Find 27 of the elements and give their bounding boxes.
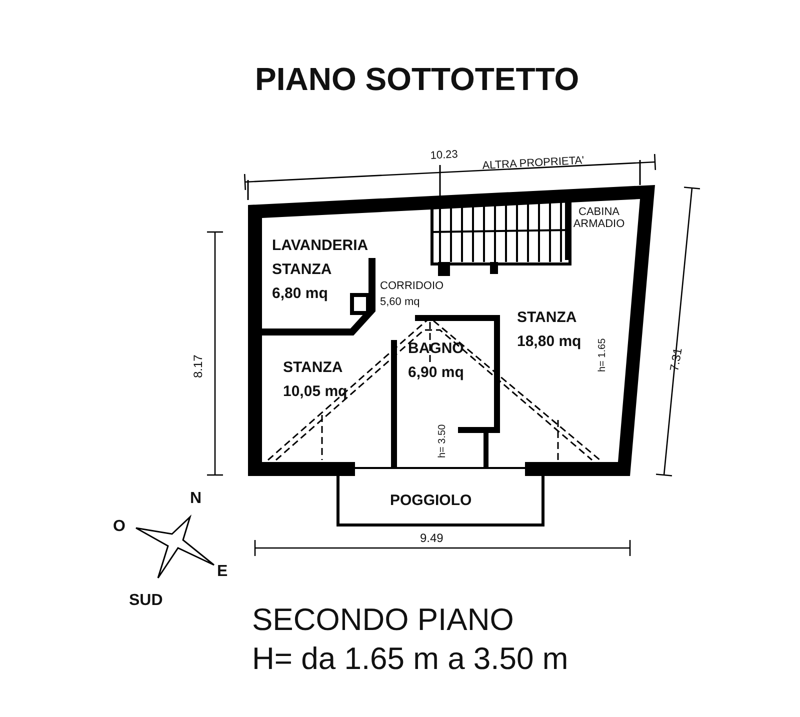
room-label: STANZA (283, 360, 343, 376)
dimension-label: 9.49 (420, 532, 444, 546)
dimension-label: 8.17 (192, 354, 206, 378)
height-label: h= 1.65 (597, 338, 608, 372)
room-label: CORRIDOIO (380, 280, 444, 292)
room-label: STANZA (517, 310, 577, 326)
room-label: STANZA (272, 262, 332, 278)
floor-label: SECONDO PIANO (252, 603, 514, 638)
room-label: LAVANDERIA (272, 238, 368, 254)
room-label: CABINA ARMADIO (572, 206, 626, 230)
area-label: 6,90 mq (408, 365, 464, 382)
dimension-label: 10.23 (430, 148, 458, 162)
compass-label: SUD (129, 592, 163, 610)
note-label: ALTRA PROPRIETA' (482, 154, 584, 172)
height-label: h= 3.50 (437, 424, 448, 458)
height-note: H= da 1.65 m a 3.50 m (252, 642, 568, 676)
plan-title: PIANO SOTTOTETTO (255, 62, 580, 98)
room-label: POGGIOLO (390, 493, 472, 510)
area-label: 18,80 mq (517, 334, 582, 350)
area-label: 6,80 mq (272, 286, 328, 302)
room-label: BAGNO (408, 341, 464, 358)
compass-label: E (217, 563, 228, 581)
area-label: 10,05 mq (283, 384, 348, 400)
dimension-label: 7.31 (668, 347, 686, 372)
area-label: 5,60 mq (380, 296, 420, 308)
compass-label: O (113, 518, 126, 536)
compass-label: N (190, 490, 202, 508)
